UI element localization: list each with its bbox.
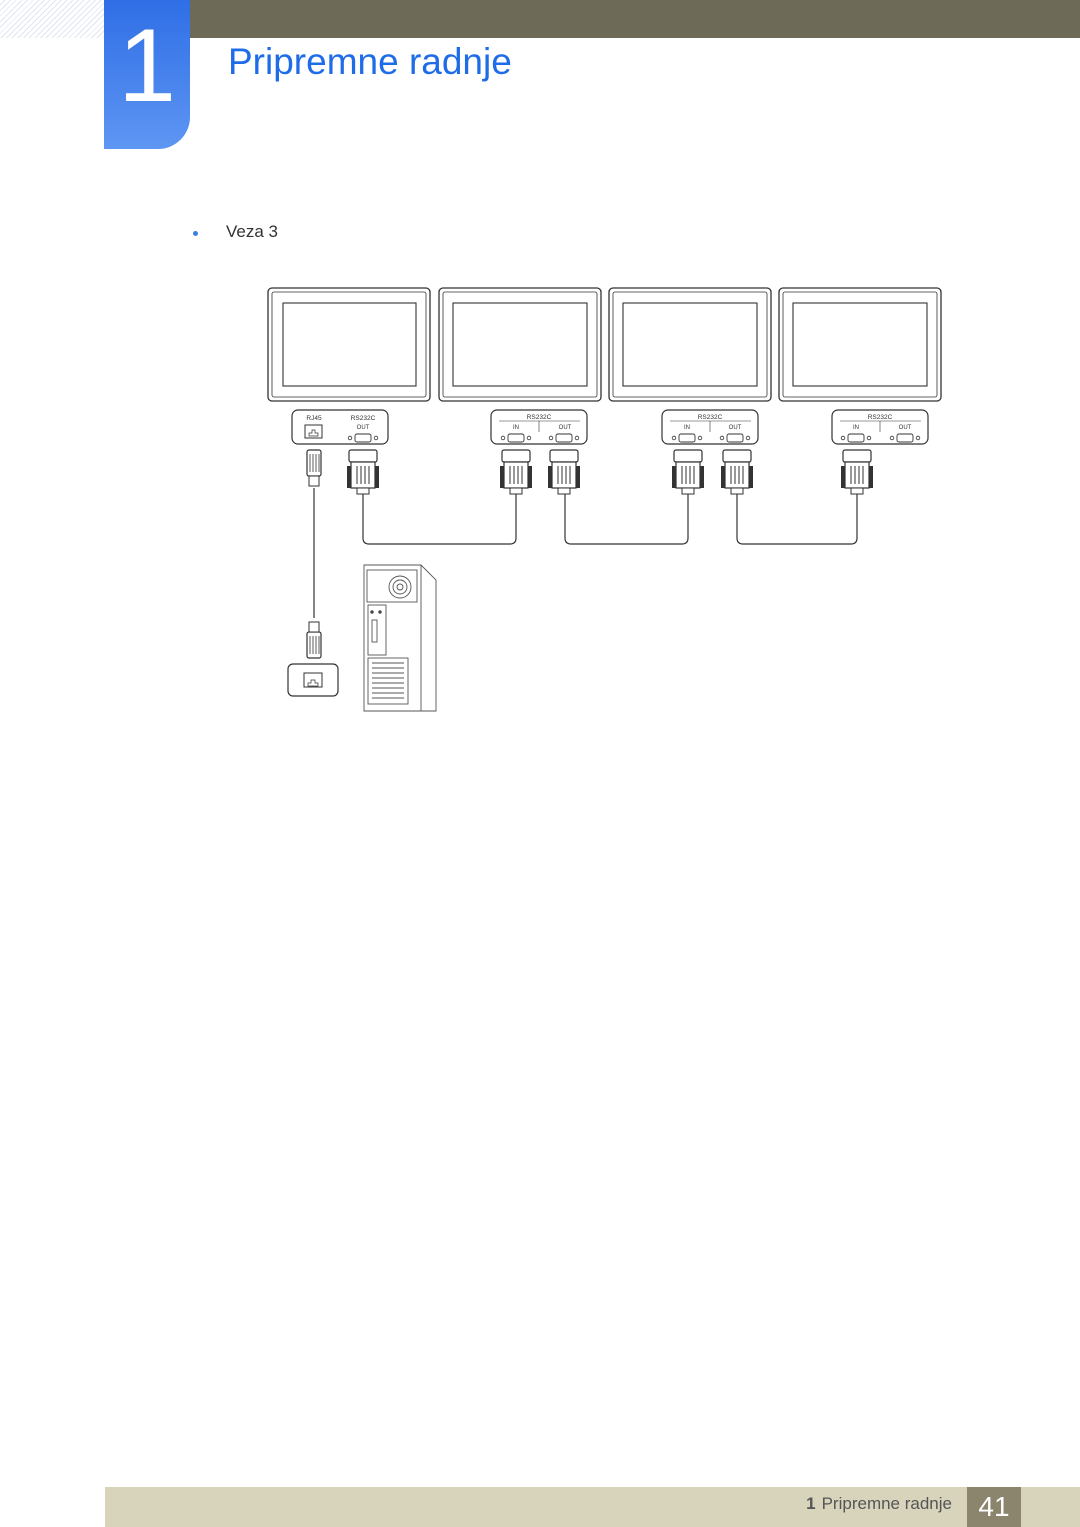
display-2 xyxy=(438,287,602,402)
rs232c-connector xyxy=(840,449,874,495)
out-label: OUT xyxy=(357,425,370,431)
port-panel-3: RS232C IN OUT xyxy=(661,409,759,445)
chapter-number: 1 xyxy=(118,8,176,124)
in-label: IN xyxy=(684,425,690,431)
footer-chapter-title: Pripremne radnje xyxy=(821,1494,952,1513)
rj45-plug xyxy=(306,449,322,487)
in-label: IN xyxy=(513,425,519,431)
header-bar xyxy=(190,0,1080,38)
out-label: OUT xyxy=(729,425,742,431)
footer-chapter-number: 1 xyxy=(806,1494,816,1513)
rs232c-label: RS232C xyxy=(698,414,723,421)
rs232c-connector xyxy=(547,449,581,495)
chapter-tab: 1 xyxy=(104,0,190,149)
rs232c-connector xyxy=(346,449,380,495)
rs232c-connector xyxy=(720,449,754,495)
in-label: IN xyxy=(853,425,859,431)
header-hatch xyxy=(0,0,104,38)
display-1 xyxy=(267,287,431,402)
bullet-dot-icon xyxy=(193,231,198,236)
footer-band xyxy=(105,1487,1080,1527)
chapter-title: Pripremne radnje xyxy=(228,41,512,82)
rs232c-label: RS232C xyxy=(351,415,376,422)
rs232c-connector xyxy=(671,449,705,495)
lan-port xyxy=(287,663,339,697)
display-3 xyxy=(608,287,772,402)
rs232c-connector xyxy=(499,449,533,495)
out-label: OUT xyxy=(899,425,912,431)
out-label: OUT xyxy=(559,425,572,431)
rs232c-cables xyxy=(362,494,858,545)
rj45-plug xyxy=(306,621,322,659)
rs232c-label: RS232C xyxy=(527,414,552,421)
connection-diagram: RJ45 RS232C OUT RS232C IN OUT RS232C IN … xyxy=(267,287,942,712)
rs232c-label: RS232C xyxy=(868,414,893,421)
page-number: 41 xyxy=(967,1487,1021,1527)
display-4 xyxy=(778,287,942,402)
bullet-text: Veza 3 xyxy=(226,222,278,241)
pc-tower xyxy=(363,564,437,712)
port-panel-2: RS232C IN OUT xyxy=(490,409,588,445)
port-panel-1: RJ45 RS232C OUT xyxy=(291,409,389,445)
footer-chapter: 1 Pripremne radnje xyxy=(806,1494,952,1514)
rj45-label: RJ45 xyxy=(306,415,322,422)
port-panel-4: RS232C IN OUT xyxy=(831,409,929,445)
